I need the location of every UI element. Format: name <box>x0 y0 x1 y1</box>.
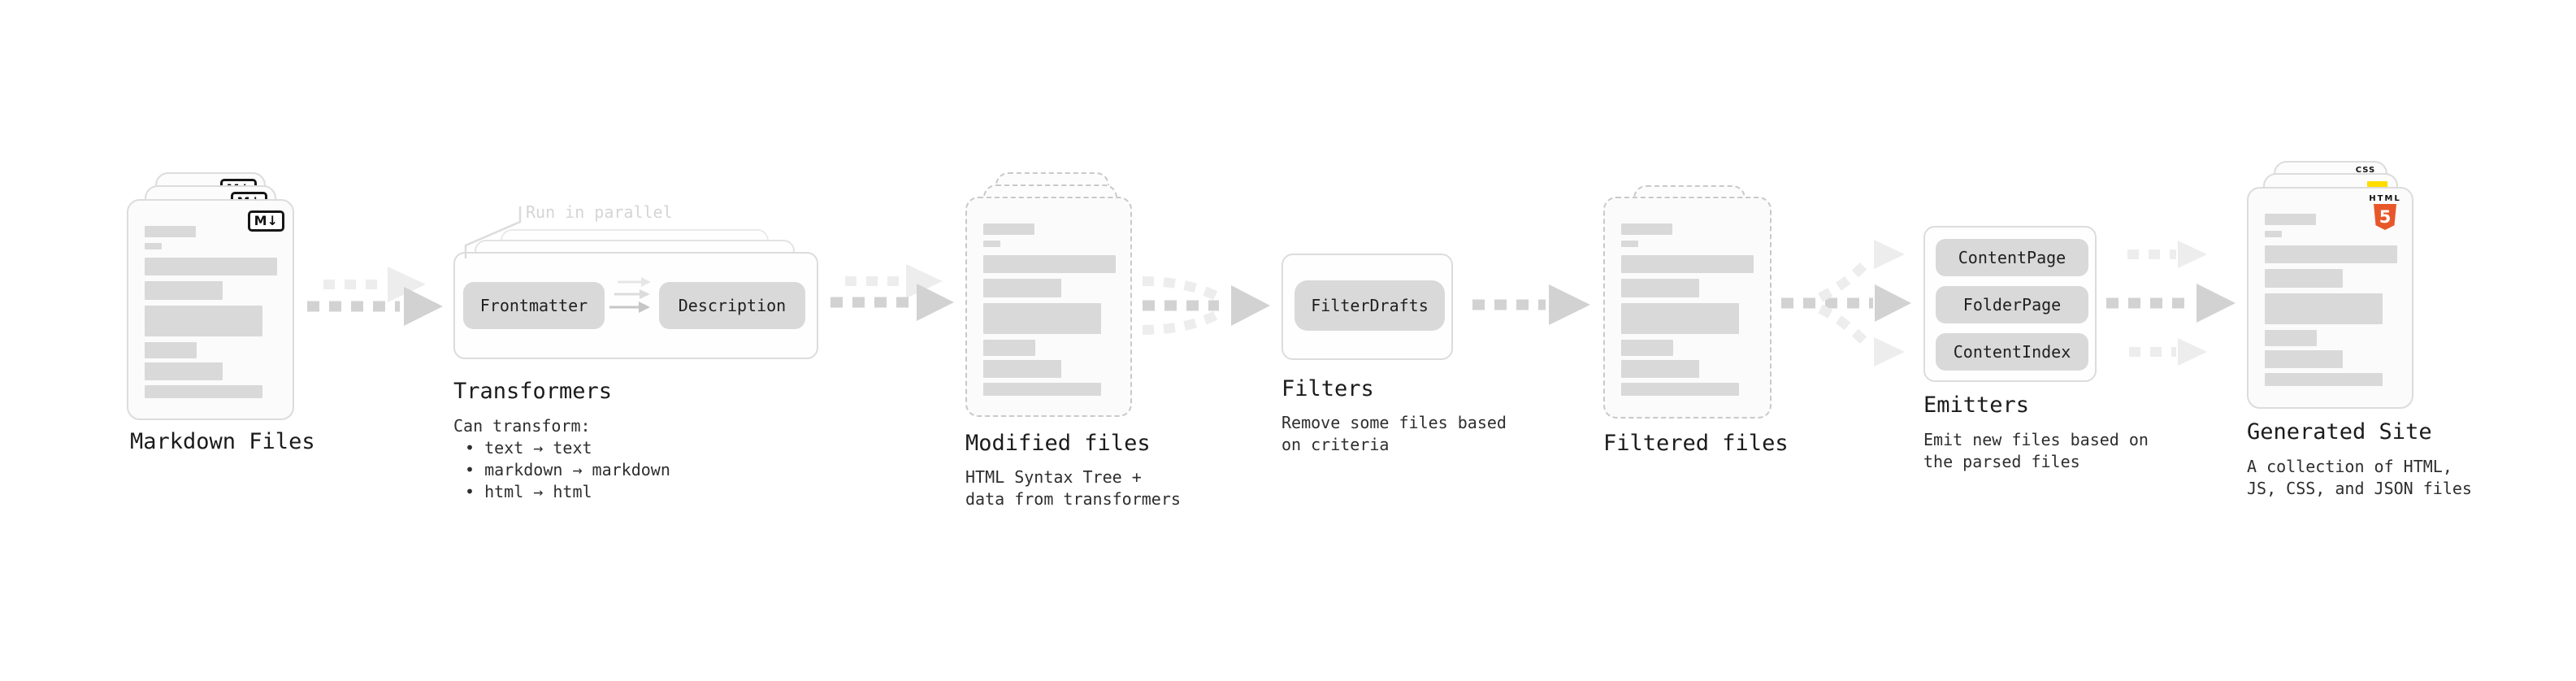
modified-files-desc-line: HTML Syntax Tree + <box>965 467 1142 487</box>
text-line-placeholder <box>983 255 1116 273</box>
modified-files-desc-line: data from transformers <box>965 489 1181 509</box>
arrow-filtered-to-emitters <box>1781 240 1911 367</box>
arrow-transformers-to-modified <box>830 264 954 321</box>
text-line-placeholder <box>145 243 162 249</box>
run-in-parallel-callout: Run in parallel <box>526 202 673 222</box>
text-line-placeholder <box>145 362 223 380</box>
text-line-placeholder <box>1621 303 1739 334</box>
generated-html-file-card: HTML 5 <box>2247 187 2413 409</box>
text-line-placeholder <box>983 279 1061 297</box>
text-line-placeholder <box>145 306 262 336</box>
transform-bullet: • html → html <box>465 482 592 501</box>
text-line-placeholder <box>983 360 1061 378</box>
filtered-files-label: Filtered files <box>1603 431 1789 456</box>
text-line-placeholder <box>983 383 1101 396</box>
generated-site-label: Generated Site <box>2247 419 2432 445</box>
filterdrafts-pill: FilterDrafts <box>1295 280 1445 331</box>
description-pill: Description <box>659 282 805 329</box>
transformer-layer-front: Frontmatter Description <box>453 252 818 359</box>
contentpage-pill: ContentPage <box>1936 239 2088 276</box>
filters-label: Filters <box>1281 376 1374 401</box>
text-line-placeholder <box>983 303 1101 334</box>
text-line-placeholder <box>1621 360 1699 378</box>
modified-file-card-front <box>965 197 1132 417</box>
emitters-desc-line: the parsed files <box>1923 452 2080 471</box>
filters-box: FilterDrafts <box>1281 254 1453 360</box>
filtered-file-card-front <box>1603 197 1772 419</box>
modified-files-description: HTML Syntax Tree + data from transformer… <box>965 466 1181 510</box>
text-line-placeholder <box>1621 279 1699 297</box>
modified-files-label: Modified files <box>965 431 1151 456</box>
text-line-placeholder <box>2265 330 2317 346</box>
text-line-placeholder <box>1621 340 1673 356</box>
folderpage-pill: FolderPage <box>1936 286 2088 323</box>
css-badge-text: CSS <box>2355 166 2376 175</box>
arrow-modified-to-filters <box>1142 276 1270 335</box>
text-line-placeholder <box>2265 269 2343 288</box>
html5-badge-text: HTML <box>2369 194 2401 203</box>
text-line-placeholder <box>2265 293 2383 324</box>
generated-site-desc-line: A collection of HTML, <box>2247 457 2452 476</box>
markdown-files-label: Markdown Files <box>130 429 315 454</box>
transform-bullet: • markdown → markdown <box>465 460 670 479</box>
arrow-filters-to-filtered <box>1472 284 1590 325</box>
emitters-desc-line: Emit new files based on <box>1923 430 2149 449</box>
markdown-icon: M↓ <box>247 210 284 232</box>
emitters-box: ContentPage FolderPage ContentIndex <box>1923 226 2097 382</box>
arrow-emitters-to-generated <box>2106 241 2236 366</box>
html5-icon: HTML 5 <box>2367 194 2403 230</box>
generated-site-description: A collection of HTML, JS, CSS, and JSON … <box>2247 456 2472 500</box>
text-line-placeholder <box>983 340 1035 356</box>
text-line-placeholder <box>2265 373 2383 386</box>
arrow-markdown-to-transformers <box>307 267 443 326</box>
text-line-placeholder <box>145 226 196 237</box>
text-line-placeholder <box>145 342 197 358</box>
html5-number: 5 <box>2379 207 2392 227</box>
emitters-label: Emitters <box>1923 393 2030 418</box>
generated-site-desc-line: JS, CSS, and JSON files <box>2247 479 2472 498</box>
text-line-placeholder <box>145 258 277 275</box>
text-line-placeholder <box>2265 350 2343 368</box>
contentindex-pill: ContentIndex <box>1936 333 2088 371</box>
text-line-placeholder <box>1621 241 1638 247</box>
text-line-placeholder <box>983 241 1000 247</box>
can-transform-heading: Can transform: <box>453 416 591 436</box>
text-line-placeholder <box>2265 245 2397 263</box>
transformers-description: Can transform: • text → text • markdown … <box>453 415 670 503</box>
text-line-placeholder <box>2265 231 2282 237</box>
text-line-placeholder <box>1621 255 1754 273</box>
text-line-placeholder <box>145 385 262 398</box>
text-line-placeholder <box>1621 223 1672 235</box>
text-line-placeholder <box>1621 383 1739 396</box>
text-line-placeholder <box>2265 214 2316 225</box>
filters-desc-line: on criteria <box>1281 435 1390 454</box>
transform-bullet: • text → text <box>465 438 592 458</box>
transformers-label: Transformers <box>453 379 613 404</box>
frontmatter-pill: Frontmatter <box>463 282 605 329</box>
text-line-placeholder <box>145 281 223 300</box>
filters-description: Remove some files based on criteria <box>1281 412 1507 456</box>
filters-desc-line: Remove some files based <box>1281 413 1507 432</box>
markdown-file-card-front: M↓ <box>127 199 294 420</box>
text-line-placeholder <box>983 223 1034 235</box>
emitters-description: Emit new files based on the parsed files <box>1923 429 2149 473</box>
html5-shield: 5 <box>2374 204 2396 230</box>
